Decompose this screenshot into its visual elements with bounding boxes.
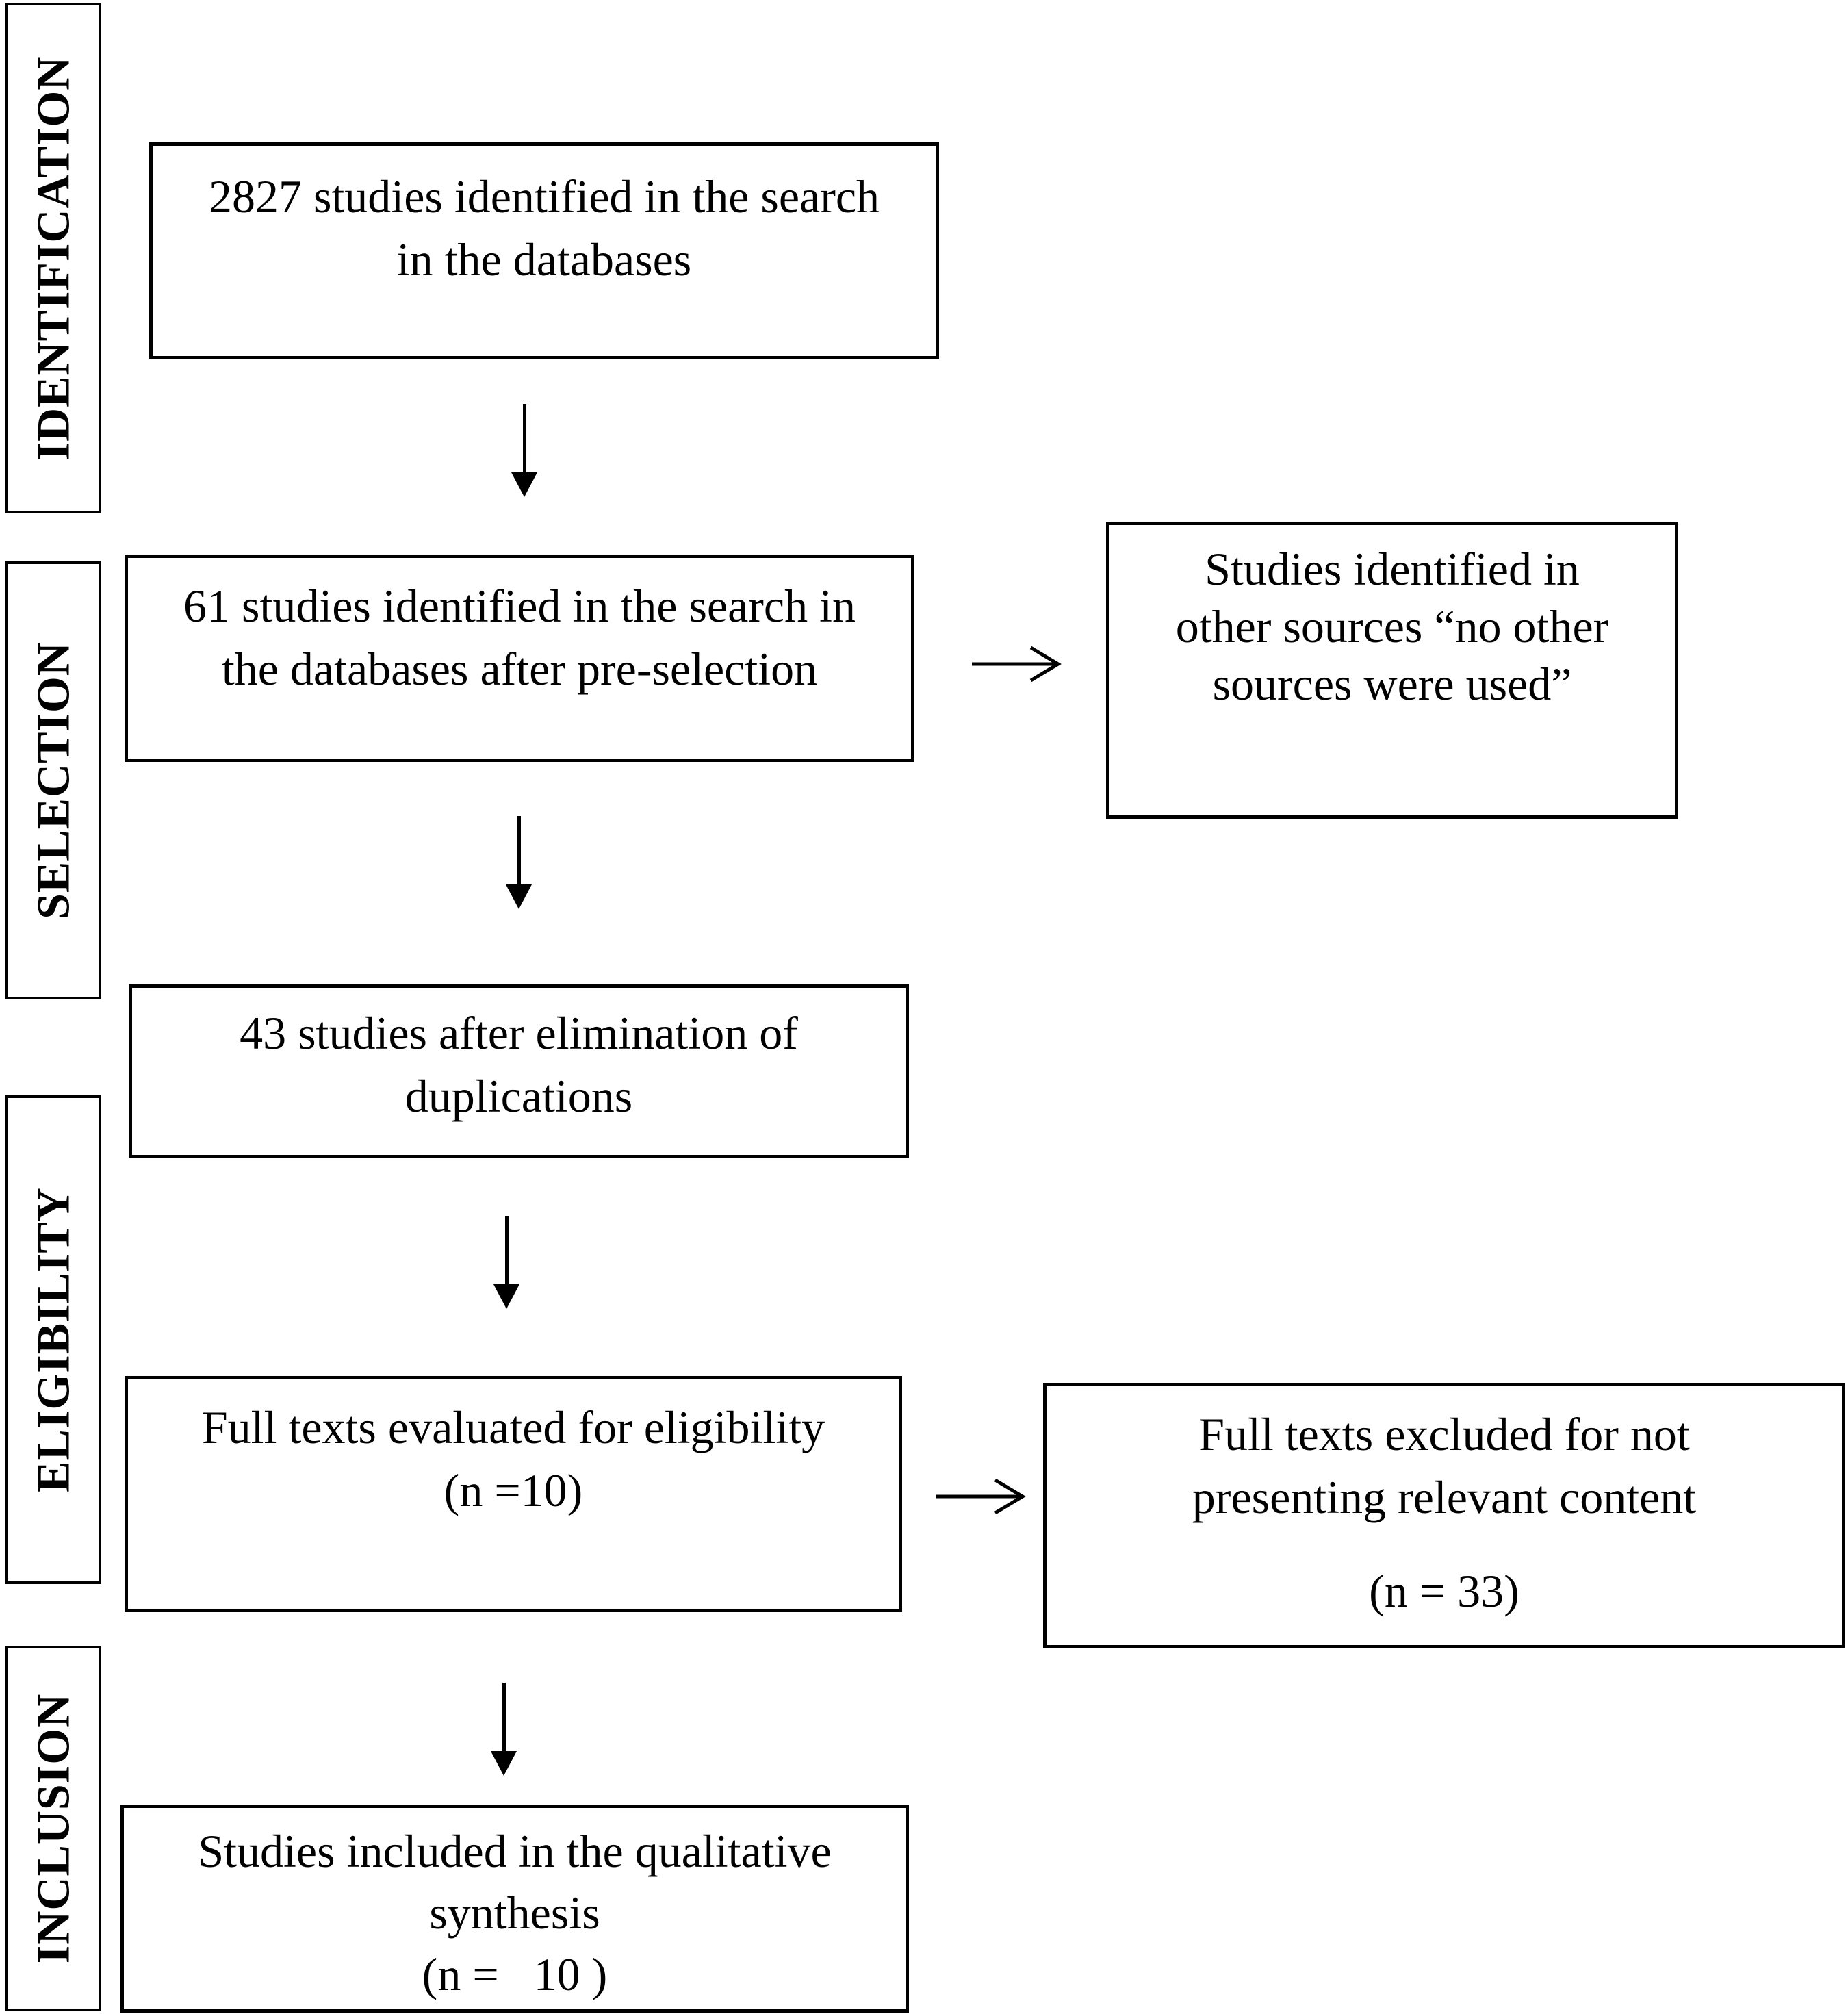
box-other-sources-line3: sources were used” — [1212, 658, 1572, 710]
box-preselection: 61 studies identified in the search in t… — [125, 555, 914, 762]
phase-eligibility-label: ELIGIBILITY — [27, 1187, 79, 1492]
box-excluded: Full texts excluded for not presenting r… — [1043, 1383, 1845, 1648]
box-excluded-line1: Full texts excluded for not — [1198, 1408, 1690, 1460]
box-full-texts-line1: Full texts evaluated for eligibility — [201, 1401, 825, 1453]
phase-selection: SELECTION — [5, 561, 101, 999]
box-identified-line2: in the databases — [396, 233, 692, 285]
box-other-sources-line1: Studies identified in — [1205, 543, 1580, 595]
box-deduplicated-line2: duplications — [405, 1070, 633, 1122]
box-full-texts: Full texts evaluated for eligibility (n … — [125, 1376, 902, 1612]
phase-inclusion: INCLUSION — [5, 1646, 101, 2011]
box-deduplicated-line1: 43 studies after elimination of — [240, 1007, 798, 1059]
box-included-line2: synthesis — [429, 1887, 600, 1939]
box-other-sources: Studies identified in other sources “no … — [1106, 522, 1678, 819]
box-identified-line1: 2827 studies identified in the search — [208, 170, 880, 222]
box-included-line1: Studies included in the qualitative — [198, 1825, 832, 1877]
box-full-texts-line2: (n =10) — [444, 1464, 583, 1516]
box-included: Studies included in the qualitative synt… — [120, 1805, 909, 2013]
box-included-line3: (n = 10 ) — [422, 1948, 608, 2000]
box-preselection-line2: the databases after pre-selection — [221, 643, 818, 695]
box-excluded-line3: (n = 33) — [1369, 1565, 1519, 1617]
phase-identification: IDENTIFICATION — [5, 3, 101, 513]
box-other-sources-line2: other sources “no other — [1175, 600, 1609, 652]
box-preselection-line1: 61 studies identified in the search in — [183, 580, 856, 632]
phase-selection-label: SELECTION — [27, 641, 79, 919]
box-deduplicated: 43 studies after elimination of duplicat… — [129, 984, 909, 1158]
box-identified: 2827 studies identified in the search in… — [149, 142, 939, 359]
box-excluded-line2: presenting relevant content — [1192, 1471, 1697, 1523]
phase-eligibility: ELIGIBILITY — [5, 1095, 101, 1584]
phase-inclusion-label: INCLUSION — [27, 1693, 79, 1964]
phase-identification-label: IDENTIFICATION — [27, 55, 79, 461]
